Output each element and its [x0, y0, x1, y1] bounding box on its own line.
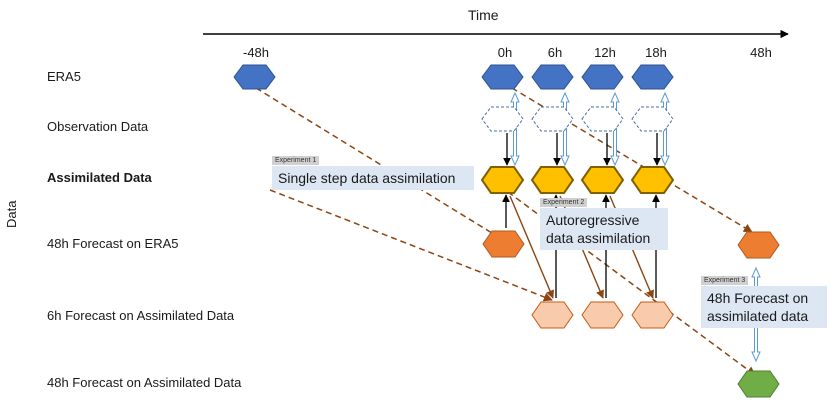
experiment-2-tag: Experiment 2 [540, 198, 588, 207]
era5-node-12h [581, 64, 624, 90]
observation-node-18h [631, 106, 674, 132]
time-label-6h: 6h [547, 45, 563, 60]
row-label-observation: Observation Data [47, 119, 149, 134]
row-label-6h-forecast-assimilated: 6h Forecast on Assimilated Data [47, 308, 235, 323]
experiment-1-tag: Experiment 1 [272, 156, 320, 165]
era5-node-minus48h [233, 64, 276, 90]
experiment-3-line-1: 48h Forecast on [707, 290, 809, 306]
observation-node-12h [581, 106, 624, 132]
forecast48-assim-node-48h [737, 370, 780, 398]
experiment-2-line-1: Autoregressive [546, 212, 640, 228]
observation-node-6h [531, 106, 574, 132]
assimilated-node-0h [480, 166, 525, 194]
experiment-3-line-2: assimilated data [707, 308, 809, 324]
forecast-era5-node-0h [482, 230, 525, 258]
dashed-arrow-0h-to-48h [511, 87, 753, 233]
experiment-3-box: 48h Forecast on assimilated data [701, 286, 827, 328]
time-label-0h: 0h [497, 45, 513, 60]
experiment-1-text: Single step data assimilation [278, 170, 456, 186]
experiment-2-box: Autoregressive data assimilation [540, 208, 668, 250]
observation-node-0h [481, 106, 524, 132]
experiment-1-box: Single step data assimilation [272, 166, 474, 190]
experiment-3-tag: Experiment 3 [701, 276, 749, 285]
assimilated-node-12h [580, 166, 625, 194]
dashed-arrow-m48-to-6h [269, 189, 553, 302]
era5-node-6h [531, 64, 574, 90]
time-label-12h: 12h [594, 45, 616, 60]
time-label-18h: 18h [645, 45, 667, 60]
solid-arrow-0h-to-6h [509, 195, 554, 299]
forecast6-node-18h [631, 301, 674, 329]
era5-node-18h [631, 64, 674, 90]
assimilated-node-18h [630, 166, 675, 194]
row-label-forecast-era5: 48h Forecast on ERA5 [47, 236, 179, 251]
dashed-arrow-m48-to-0h [255, 87, 501, 239]
row-label-48h-forecast-assimilated: 48h Forecast on Assimilated Data [47, 375, 242, 390]
experiment-2-line-2: data assimilation [546, 230, 651, 246]
forecast-era5-node-48h [737, 231, 780, 259]
time-axis-title: Time [468, 7, 499, 23]
assimilated-node-6h [530, 166, 575, 194]
forecast6-node-6h [531, 301, 574, 329]
row-label-era5: ERA5 [47, 69, 81, 84]
time-label-minus48h: -48h [242, 45, 270, 60]
forecast6-node-12h [581, 301, 624, 329]
era5-node-0h [481, 64, 524, 90]
time-label-48h: 48h [750, 45, 772, 60]
row-label-assimilated: Assimilated Data [47, 170, 152, 185]
